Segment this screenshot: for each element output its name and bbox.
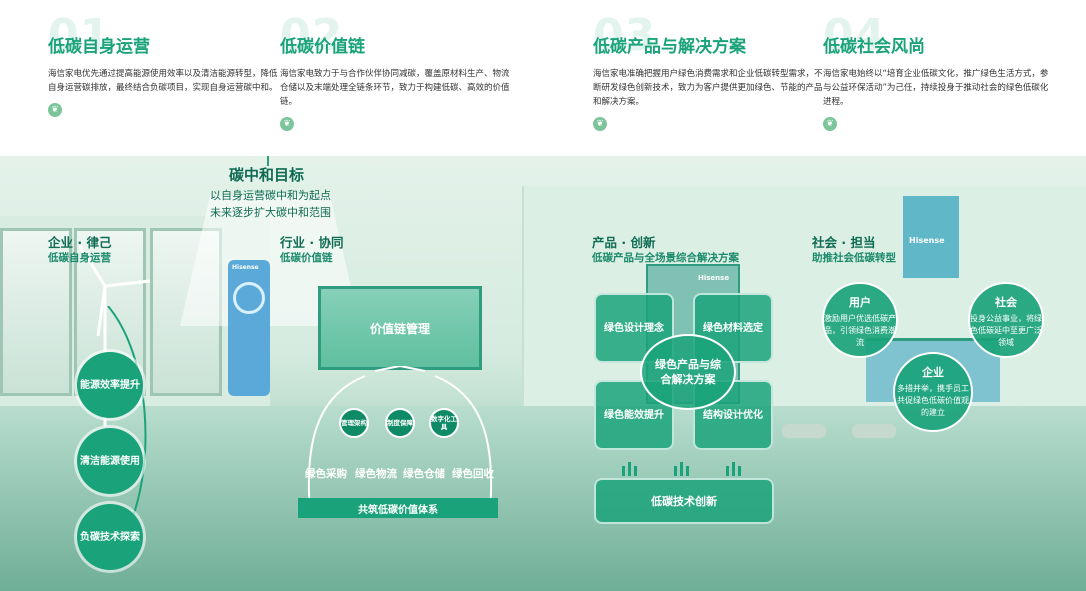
column-title: 低碳产品与解决方案 bbox=[593, 37, 746, 57]
window bbox=[0, 228, 72, 396]
society-circle: 社会 投身公益事业，将绿色低碳延中至更广泛领域 bbox=[968, 282, 1044, 358]
user-circle: 用户 激励用户优选低碳产品，引领绿色消费潮流 bbox=[822, 282, 898, 358]
goal-line-2: 未来逐步扩大碳中和范围 bbox=[210, 206, 331, 219]
column-desc: 海信家电准确把握用户绿色消费需求和企业低碳转型需求，不断研发绿色创新技术，致力为… bbox=[593, 69, 823, 107]
tool-digital: 数字化工具 bbox=[429, 408, 459, 438]
ac-fan-icon bbox=[233, 282, 265, 314]
illustration-scene: 碳中和目标 以自身运营碳中和为起点 未来逐步扩大碳中和范围 企业 · 律己 低碳… bbox=[0, 156, 1086, 591]
column-self-operation: 01 低碳自身运营 海信家电优先通过提高能源使用效率以及清洁能源转型，降低自身运… bbox=[48, 10, 278, 117]
chain-green-recycling: 绿色回收 bbox=[452, 468, 494, 480]
value-chain-screen: 价值链管理 bbox=[318, 286, 482, 370]
user-heading: 用户 bbox=[849, 296, 871, 309]
beam-tower bbox=[180, 156, 360, 326]
leaf-icon: ❦ bbox=[48, 103, 62, 117]
value-system-bar: 共筑低碳价值体系 bbox=[298, 498, 498, 518]
ac-brand: Hisense bbox=[232, 264, 259, 271]
column-number: 02 bbox=[280, 10, 344, 61]
column-products: 03 低碳产品与解决方案 海信家电准确把握用户绿色消费需求和企业低碳转型需求，不… bbox=[593, 10, 823, 131]
society-text: 投身公益事业，将绿色低碳延中至更广泛领域 bbox=[970, 314, 1042, 347]
column-society: 04 低碳社会风尚 海信家电始终以“培育企业低碳文化，推广绿色生活方式，参与公益… bbox=[823, 10, 1053, 131]
product-sub: 低碳产品与全场景综合解决方案 bbox=[592, 252, 739, 264]
leaf-icon: ❦ bbox=[823, 117, 837, 131]
industry-sub: 低碳价值链 bbox=[280, 252, 333, 264]
range-hood: Hisense bbox=[903, 196, 959, 278]
fridge-brand: Hisense bbox=[698, 274, 730, 282]
leaf-icon: ❦ bbox=[280, 117, 294, 131]
column-title: 低碳社会风尚 bbox=[823, 37, 925, 57]
column-desc: 海信家电致力于与合作伙伴协同减碳，覆盖原材料生产、物流仓储以及末端处理全链条环节… bbox=[280, 69, 510, 107]
column-desc: 海信家电优先通过提高能源使用效率以及清洁能源转型，降低自身运营碳排放，最终结合负… bbox=[48, 69, 278, 93]
corp-heading: 企业 bbox=[922, 366, 944, 379]
air-conditioner: Hisense bbox=[228, 260, 270, 396]
tool-system-guarantee: 制度保障 bbox=[385, 408, 415, 438]
enterprise-title: 企业 · 律己 bbox=[48, 235, 112, 250]
stool bbox=[782, 424, 826, 438]
green-solutions-center: 绿色产品与综合解决方案 bbox=[640, 334, 736, 410]
value-chain-arcs bbox=[307, 366, 493, 512]
low-carbon-tech-box: 低碳技术创新 bbox=[594, 478, 774, 524]
column-number: 04 bbox=[823, 10, 887, 61]
column-desc: 海信家电始终以“培育企业低碳文化，推广绿色生活方式，参与公益环保活动”为己任，持… bbox=[823, 69, 1049, 107]
clean-energy-circle: 清洁能源使用 bbox=[77, 428, 143, 494]
stool bbox=[852, 424, 896, 438]
chain-green-logistics: 绿色物流 bbox=[355, 468, 397, 480]
chain-green-warehousing: 绿色仓储 bbox=[403, 468, 445, 480]
leaf-icon: ❦ bbox=[593, 117, 607, 131]
chain-green-procurement: 绿色采购 bbox=[305, 468, 347, 480]
negative-carbon-circle: 负碳技术探索 bbox=[77, 504, 143, 570]
industry-title: 行业 · 协同 bbox=[280, 235, 344, 250]
column-value-chain: 02 低碳价值链 海信家电致力于与合作伙伴协同减碳，覆盖原材料生产、物流仓储以及… bbox=[280, 10, 510, 131]
column-title: 低碳自身运营 bbox=[48, 37, 150, 57]
hood-brand: Hisense bbox=[909, 236, 945, 245]
tech-signal-icon bbox=[622, 462, 741, 476]
society-sub: 助推社会低碳转型 bbox=[812, 252, 896, 264]
society-title: 社会 · 担当 bbox=[812, 235, 876, 250]
user-text: 激励用户优选低碳产品，引领绿色消费潮流 bbox=[824, 314, 896, 347]
tool-management-structure: 管理架构 bbox=[339, 408, 369, 438]
column-number: 01 bbox=[48, 10, 112, 61]
enterprise-sub: 低碳自身运营 bbox=[48, 252, 111, 264]
goal-title: 碳中和目标 bbox=[229, 166, 305, 184]
goal-line-1: 以自身运营碳中和为起点 bbox=[210, 189, 331, 202]
column-number: 03 bbox=[593, 10, 657, 61]
energy-efficiency-circle: 能源效率提升 bbox=[77, 352, 143, 418]
society-heading: 社会 bbox=[995, 296, 1017, 309]
floor bbox=[0, 406, 1086, 591]
corp-text: 多措并举，携手员工共促绿色低碳价值观的建立 bbox=[897, 384, 969, 417]
enterprise-circle: 企业 多措并举，携手员工共促绿色低碳价值观的建立 bbox=[893, 352, 973, 432]
column-title: 低碳价值链 bbox=[280, 37, 365, 57]
product-title: 产品 · 创新 bbox=[592, 235, 656, 250]
